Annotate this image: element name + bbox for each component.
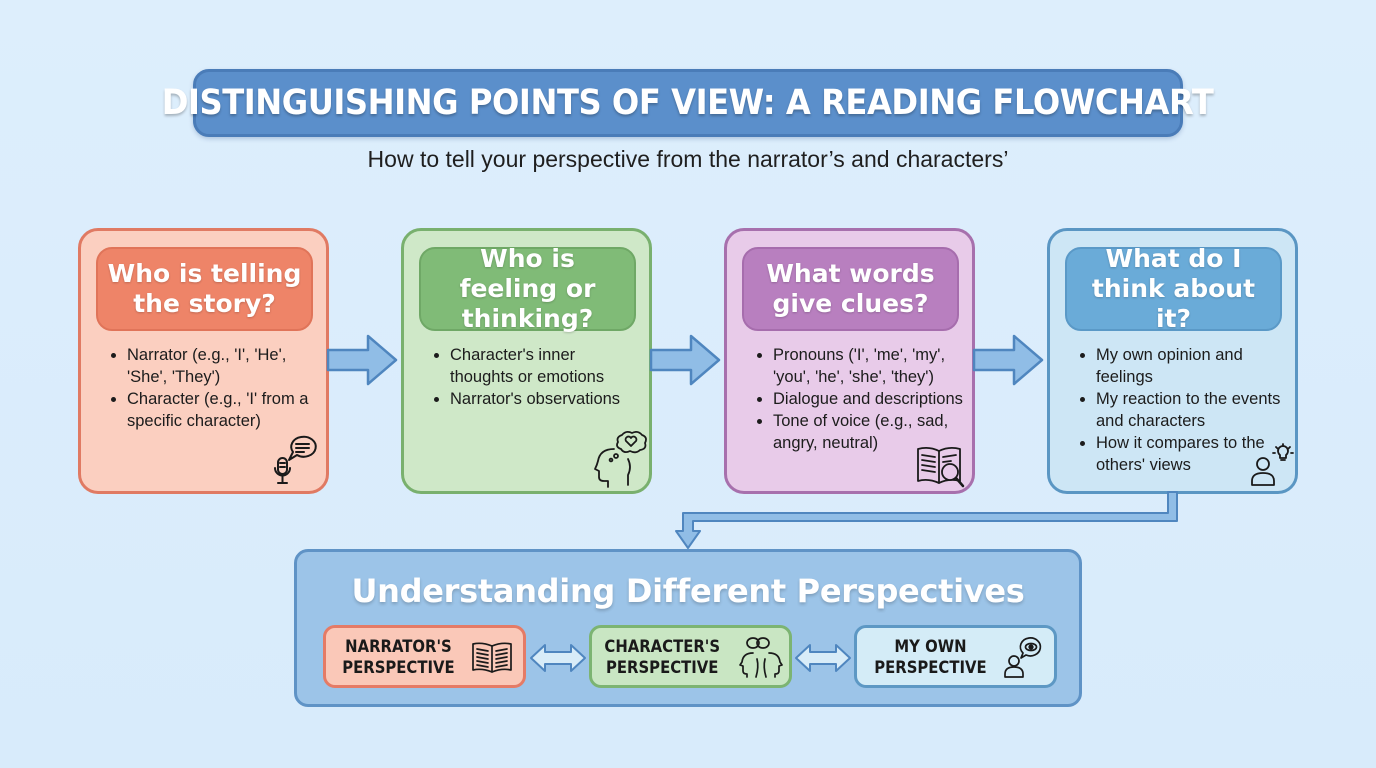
my-own-perspective-box: MY OWN PERSPECTIVE: [854, 625, 1057, 688]
title-banner: Distinguishing Points of View: A Reading…: [162, 69, 1214, 137]
right-arrow-icon: [326, 334, 398, 386]
step-bullet-list: Character's inner thoughts or emotions N…: [432, 344, 641, 410]
perspective-label: NARRATOR'S PERSPECTIVE: [342, 636, 455, 677]
list-item: Dialogue and descriptions: [755, 388, 964, 410]
right-arrow-icon: [972, 334, 1044, 386]
right-arrow-icon: [649, 334, 721, 386]
book-magnifier-icon: [917, 446, 965, 488]
list-item: My own opinion and feelings: [1078, 344, 1287, 388]
open-book-icon: [472, 641, 512, 673]
page-title: Distinguishing Points of View: A Reading…: [162, 83, 1214, 123]
head-thought-heart-icon: [594, 430, 647, 488]
list-item: Character (e.g., 'I' from a specific cha…: [109, 388, 318, 432]
step-heading: Who is telling the story?: [96, 247, 313, 331]
step-heading: What do I think about it?: [1065, 244, 1282, 333]
character-perspective-box: CHARACTER'S PERSPECTIVE: [589, 625, 792, 688]
list-item: Pronouns ('I', 'me', 'my', 'you', 'he', …: [755, 344, 964, 388]
step-card-who-is-feeling: Who is feeling or thinking? Character's …: [401, 228, 652, 494]
perspective-label: MY OWN PERSPECTIVE: [874, 636, 987, 677]
step-card-who-is-telling: Who is telling the story? Narrator (e.g.…: [78, 228, 329, 494]
list-item: Narrator (e.g., 'I', 'He', 'She', 'They'…: [109, 344, 318, 388]
double-arrow-icon: [795, 644, 851, 672]
narrator-perspective-box: NARRATOR'S PERSPECTIVE: [323, 625, 526, 688]
step-bullet-list: My own opinion and feelings My reaction …: [1078, 344, 1287, 476]
list-item: Character's inner thoughts or emotions: [432, 344, 641, 388]
list-item: How it compares to the others' views: [1078, 432, 1287, 476]
list-item: Narrator's observations: [432, 388, 641, 410]
summary-title: Understanding Different Perspectives: [351, 572, 1025, 610]
list-item: My reaction to the events and characters: [1078, 388, 1287, 432]
page-subtitle: How to tell your perspective from the na…: [367, 146, 1009, 172]
double-arrow-icon: [530, 644, 586, 672]
person-eye-bubble-icon: [1004, 636, 1042, 678]
step-heading: Who is feeling or thinking?: [419, 244, 636, 333]
two-heads-icon: [738, 636, 783, 678]
step-heading: What words give clues?: [742, 247, 959, 331]
microphone-speech-bubble-icon: [274, 435, 317, 484]
person-lightbulb-icon: [1251, 443, 1294, 486]
list-item: Tone of voice (e.g., sad, angry, neutral…: [755, 410, 964, 454]
step-card-what-words: What words give clues? Pronouns ('I', 'm…: [724, 228, 975, 494]
step-card-what-do-i-think: What do I think about it? My own opinion…: [1047, 228, 1298, 494]
step-bullet-list: Pronouns ('I', 'me', 'my', 'you', 'he', …: [755, 344, 964, 454]
step-bullet-list: Narrator (e.g., 'I', 'He', 'She', 'They'…: [109, 344, 318, 432]
summary-panel: Understanding Different Perspectives NAR…: [294, 549, 1082, 707]
perspective-label: CHARACTER'S PERSPECTIVE: [604, 636, 721, 677]
